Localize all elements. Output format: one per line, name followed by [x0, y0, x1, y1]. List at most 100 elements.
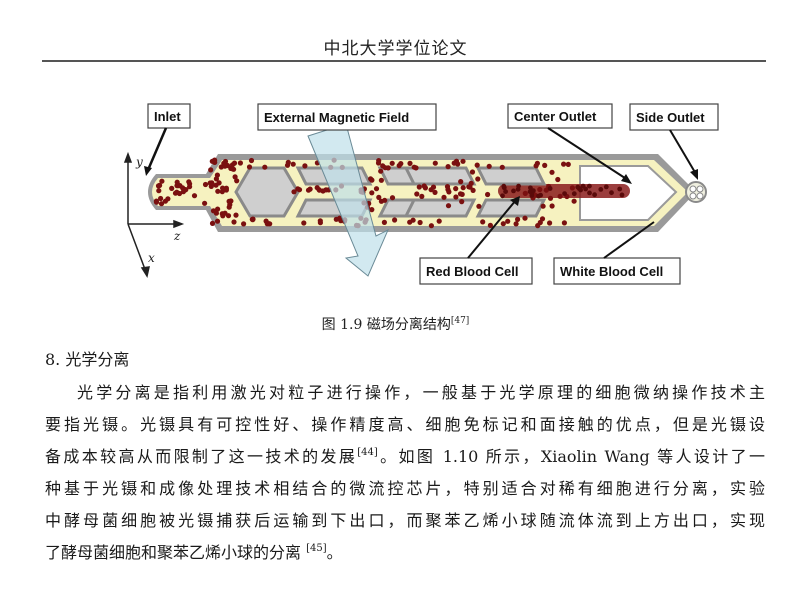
side-outlet-port	[685, 181, 707, 203]
magnetic-field-arrow	[307, 123, 390, 277]
red-blood-cell-dot	[432, 189, 438, 195]
red-blood-cell-dot	[378, 168, 384, 174]
red-blood-cell-dot	[231, 160, 238, 166]
red-blood-cell-dot	[547, 220, 553, 226]
red-blood-cell-dot	[480, 219, 486, 225]
red-blood-cell-dot	[549, 203, 555, 209]
red-blood-cell-dot	[470, 187, 476, 193]
page-header-title: 中北大学学位论文	[323, 39, 468, 59]
red-blood-cell-dot	[369, 207, 375, 213]
red-blood-cell-dot	[469, 169, 476, 175]
red-blood-cell-dot	[528, 185, 533, 191]
label-inlet: Inlet	[144, 103, 191, 176]
red-blood-cell-dot	[156, 188, 162, 194]
red-blood-cell-dot	[468, 180, 474, 186]
red-blood-cell-dot	[441, 194, 447, 200]
red-blood-cell-dot	[453, 194, 459, 200]
label-white-blood-cell: White Blood Cell	[553, 221, 681, 285]
citation: [44]	[357, 447, 378, 458]
axis-x-label: x	[148, 251, 155, 265]
red-blood-cell-dot	[215, 188, 221, 194]
red-blood-cell-dot	[153, 199, 160, 205]
red-blood-cell-dot	[571, 191, 577, 197]
paragraph-line: 种基于光镊和成像处理技术相结合的微流控芯片，特别适合对稀有细胞进行分离，实验	[45, 479, 765, 498]
pillar	[403, 198, 477, 218]
red-blood-cell-dot	[376, 194, 382, 200]
red-blood-cell-dot	[227, 202, 233, 208]
red-blood-cell-dot	[174, 179, 180, 185]
red-blood-cell-dot	[617, 186, 623, 192]
red-blood-cell-dot	[183, 187, 189, 193]
red-blood-cell-dot	[213, 210, 219, 216]
red-blood-cell-dot	[485, 191, 491, 198]
red-blood-cell-dot	[540, 203, 546, 209]
red-blood-cell-dot	[392, 217, 398, 223]
line-text: 。	[326, 543, 343, 562]
red-blood-cell-dot	[232, 174, 238, 180]
red-blood-cell-dot	[407, 219, 413, 225]
figure-magnetic-separation: y z x Inlet External Magnetic Field Cent…	[118, 96, 738, 296]
red-blood-cell-dot	[157, 182, 163, 188]
red-blood-cell-dot	[223, 187, 229, 193]
section-heading: 8. 光学分离	[45, 350, 130, 369]
red-blood-cell-dot	[338, 218, 344, 224]
label-red-blood-cell: Red Blood Cell	[419, 196, 533, 285]
red-blood-cell-dot	[398, 161, 404, 167]
red-blood-cell-dot	[237, 160, 243, 166]
paragraph-line: 光学分离是指利用激光对粒子进行操作，一般基于光学原理的细胞微纳操作技术主	[77, 383, 765, 402]
red-blood-cell-dot	[557, 193, 563, 199]
red-blood-cell-dot	[522, 190, 528, 196]
red-blood-cell-dot	[603, 184, 609, 190]
red-blood-cell-dot	[320, 188, 326, 194]
caption-text: 图 1.9 磁场分离结构	[321, 317, 451, 333]
red-blood-cell-dot	[214, 218, 221, 224]
red-blood-cell-dot	[459, 191, 465, 197]
red-blood-cell-dot	[561, 161, 567, 167]
red-blood-cell-dot	[486, 163, 492, 169]
label-external-magnetic-field-text: External Magnetic Field	[264, 110, 409, 125]
red-blood-cell-dot	[376, 158, 382, 164]
paragraph-line: 要指光镊。光镊具有可控性好、操作精度高、细胞免标记和面接触的优点，但是光镊设	[45, 415, 765, 434]
red-blood-cell-dot	[158, 201, 165, 207]
red-blood-cell-dot	[413, 165, 419, 171]
red-blood-cell-dot	[172, 190, 179, 196]
line-text: 。如图 1.10 所示，Xiaolin Wang 等人设计了一	[377, 447, 765, 466]
red-blood-cell-dot	[187, 184, 193, 190]
header-divider	[42, 60, 766, 62]
paragraph-line: 中酵母菌细胞被光镊捕获后运输到下出口，而聚苯乙烯小球随流体流到上方出口，实现	[45, 511, 765, 530]
red-blood-cell-dot	[385, 165, 391, 171]
red-blood-cell-dot	[569, 185, 575, 191]
body-paragraph: 光学分离是指利用激光对粒子进行操作，一般基于光学原理的细胞微纳操作技术主 要指光…	[45, 377, 765, 569]
line-text: 了酵母菌细胞和聚苯乙烯小球的分离	[45, 543, 307, 562]
red-blood-cell-dot	[561, 220, 567, 226]
red-blood-cell-dot	[295, 186, 301, 192]
red-blood-cell-dot	[460, 185, 466, 191]
red-blood-cell-dot	[381, 219, 387, 225]
red-blood-cell-dot	[587, 190, 592, 196]
red-blood-cell-dot	[445, 203, 452, 209]
red-blood-cell-dot	[513, 221, 519, 227]
red-blood-cell-dot	[533, 163, 539, 169]
red-blood-cell-dot	[231, 219, 237, 225]
label-center-outlet: Center Outlet	[507, 103, 632, 184]
red-blood-cell-dot	[445, 164, 451, 170]
red-blood-cell-dot	[368, 176, 374, 182]
red-blood-cell-dot	[459, 199, 465, 205]
red-blood-cell-dot	[208, 167, 214, 173]
red-blood-cell-dot	[538, 192, 543, 198]
citation: [45]	[306, 543, 327, 554]
red-blood-cell-dot	[421, 183, 427, 189]
red-blood-cell-dot	[515, 186, 521, 192]
red-blood-cell-dot	[500, 221, 506, 227]
paragraph-line: 备成本较高从而限制了这一技术的发展[44]。如图 1.10 所示，Xiaolin…	[45, 441, 765, 473]
red-blood-cell-dot	[500, 193, 505, 199]
red-blood-cell-dot	[592, 192, 597, 198]
red-blood-cell-dot	[549, 169, 555, 175]
red-blood-cell-dot	[583, 186, 588, 192]
red-blood-cell-dot	[263, 218, 269, 224]
line-text: 备成本较高从而限制了这一技术的发展	[45, 447, 358, 466]
red-blood-cell-dot	[234, 178, 240, 184]
red-blood-cell-dot	[542, 162, 548, 168]
wbc-cell	[689, 192, 697, 200]
red-blood-cell-dot	[453, 186, 459, 192]
